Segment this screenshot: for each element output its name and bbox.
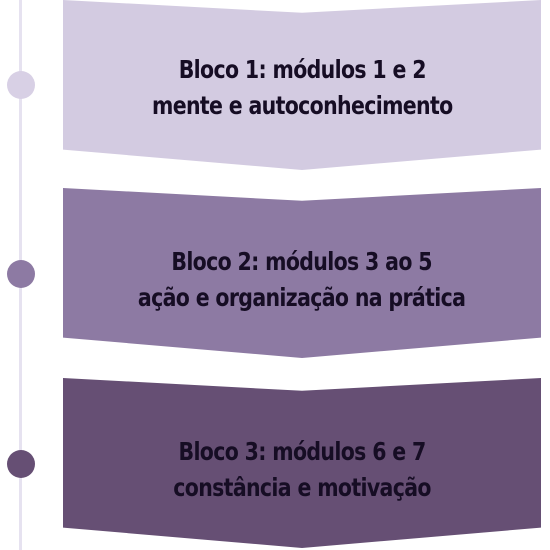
block-2: Bloco 2: módulos 3 ao 5 ação e organizaç… — [63, 188, 541, 358]
block-3-text: Bloco 3: módulos 6 e 7 constância e moti… — [173, 434, 431, 506]
block-1: Bloco 1: módulos 1 e 2 mente e autoconhe… — [63, 0, 541, 170]
block-2-title: Bloco 2: módulos 3 ao 5 — [171, 247, 433, 276]
block-1-subtitle: mente e autoconhecimento — [151, 91, 453, 120]
block-3-subtitle: constância e motivação — [173, 473, 431, 502]
block-2-subtitle: ação e organização na prática — [138, 283, 466, 312]
timeline-dot-3 — [7, 450, 35, 478]
block-1-title: Bloco 1: módulos 1 e 2 — [178, 55, 426, 84]
timeline-dot-2 — [7, 260, 35, 288]
block-3-title: Bloco 3: módulos 6 e 7 — [178, 437, 426, 466]
block-3: Bloco 3: módulos 6 e 7 constância e moti… — [63, 378, 541, 548]
timeline-dot-1 — [7, 71, 35, 99]
block-2-text: Bloco 2: módulos 3 ao 5 ação e organizaç… — [138, 244, 466, 316]
block-1-text: Bloco 1: módulos 1 e 2 mente e autoconhe… — [152, 52, 453, 124]
